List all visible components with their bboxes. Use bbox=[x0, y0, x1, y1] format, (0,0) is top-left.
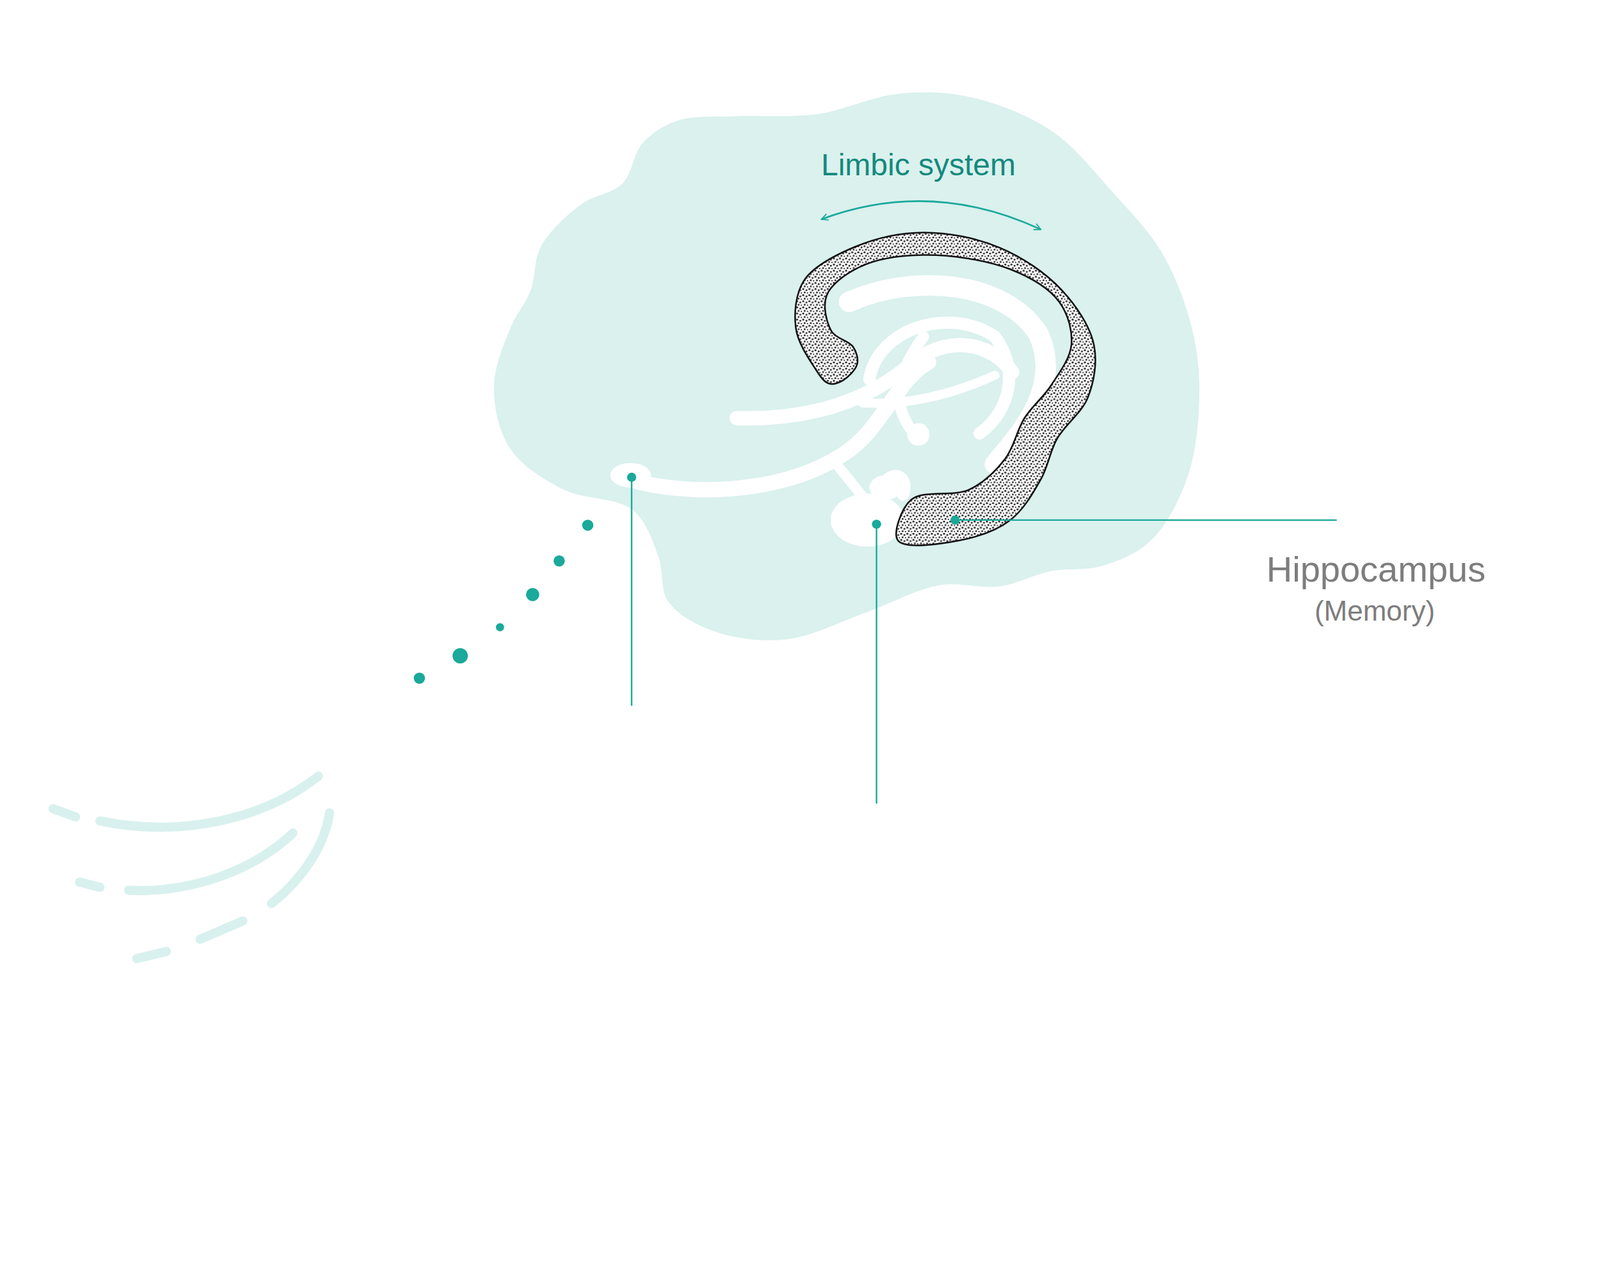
scent-dots bbox=[414, 519, 594, 685]
limbic-lobe-stipple bbox=[794, 232, 1096, 546]
limbic-nuclei bbox=[609, 423, 930, 547]
scent-waves bbox=[53, 776, 330, 959]
system-title: Limbic system bbox=[821, 147, 1016, 183]
leader-dots bbox=[627, 472, 960, 530]
leader-lines bbox=[631, 477, 1337, 804]
span-arrow bbox=[821, 200, 1041, 230]
limbic-tracts bbox=[622, 285, 1047, 500]
part-label: Hippocampus bbox=[1266, 549, 1486, 591]
brain-silhouette bbox=[494, 92, 1200, 640]
function-note: (Memory) bbox=[1314, 595, 1435, 628]
